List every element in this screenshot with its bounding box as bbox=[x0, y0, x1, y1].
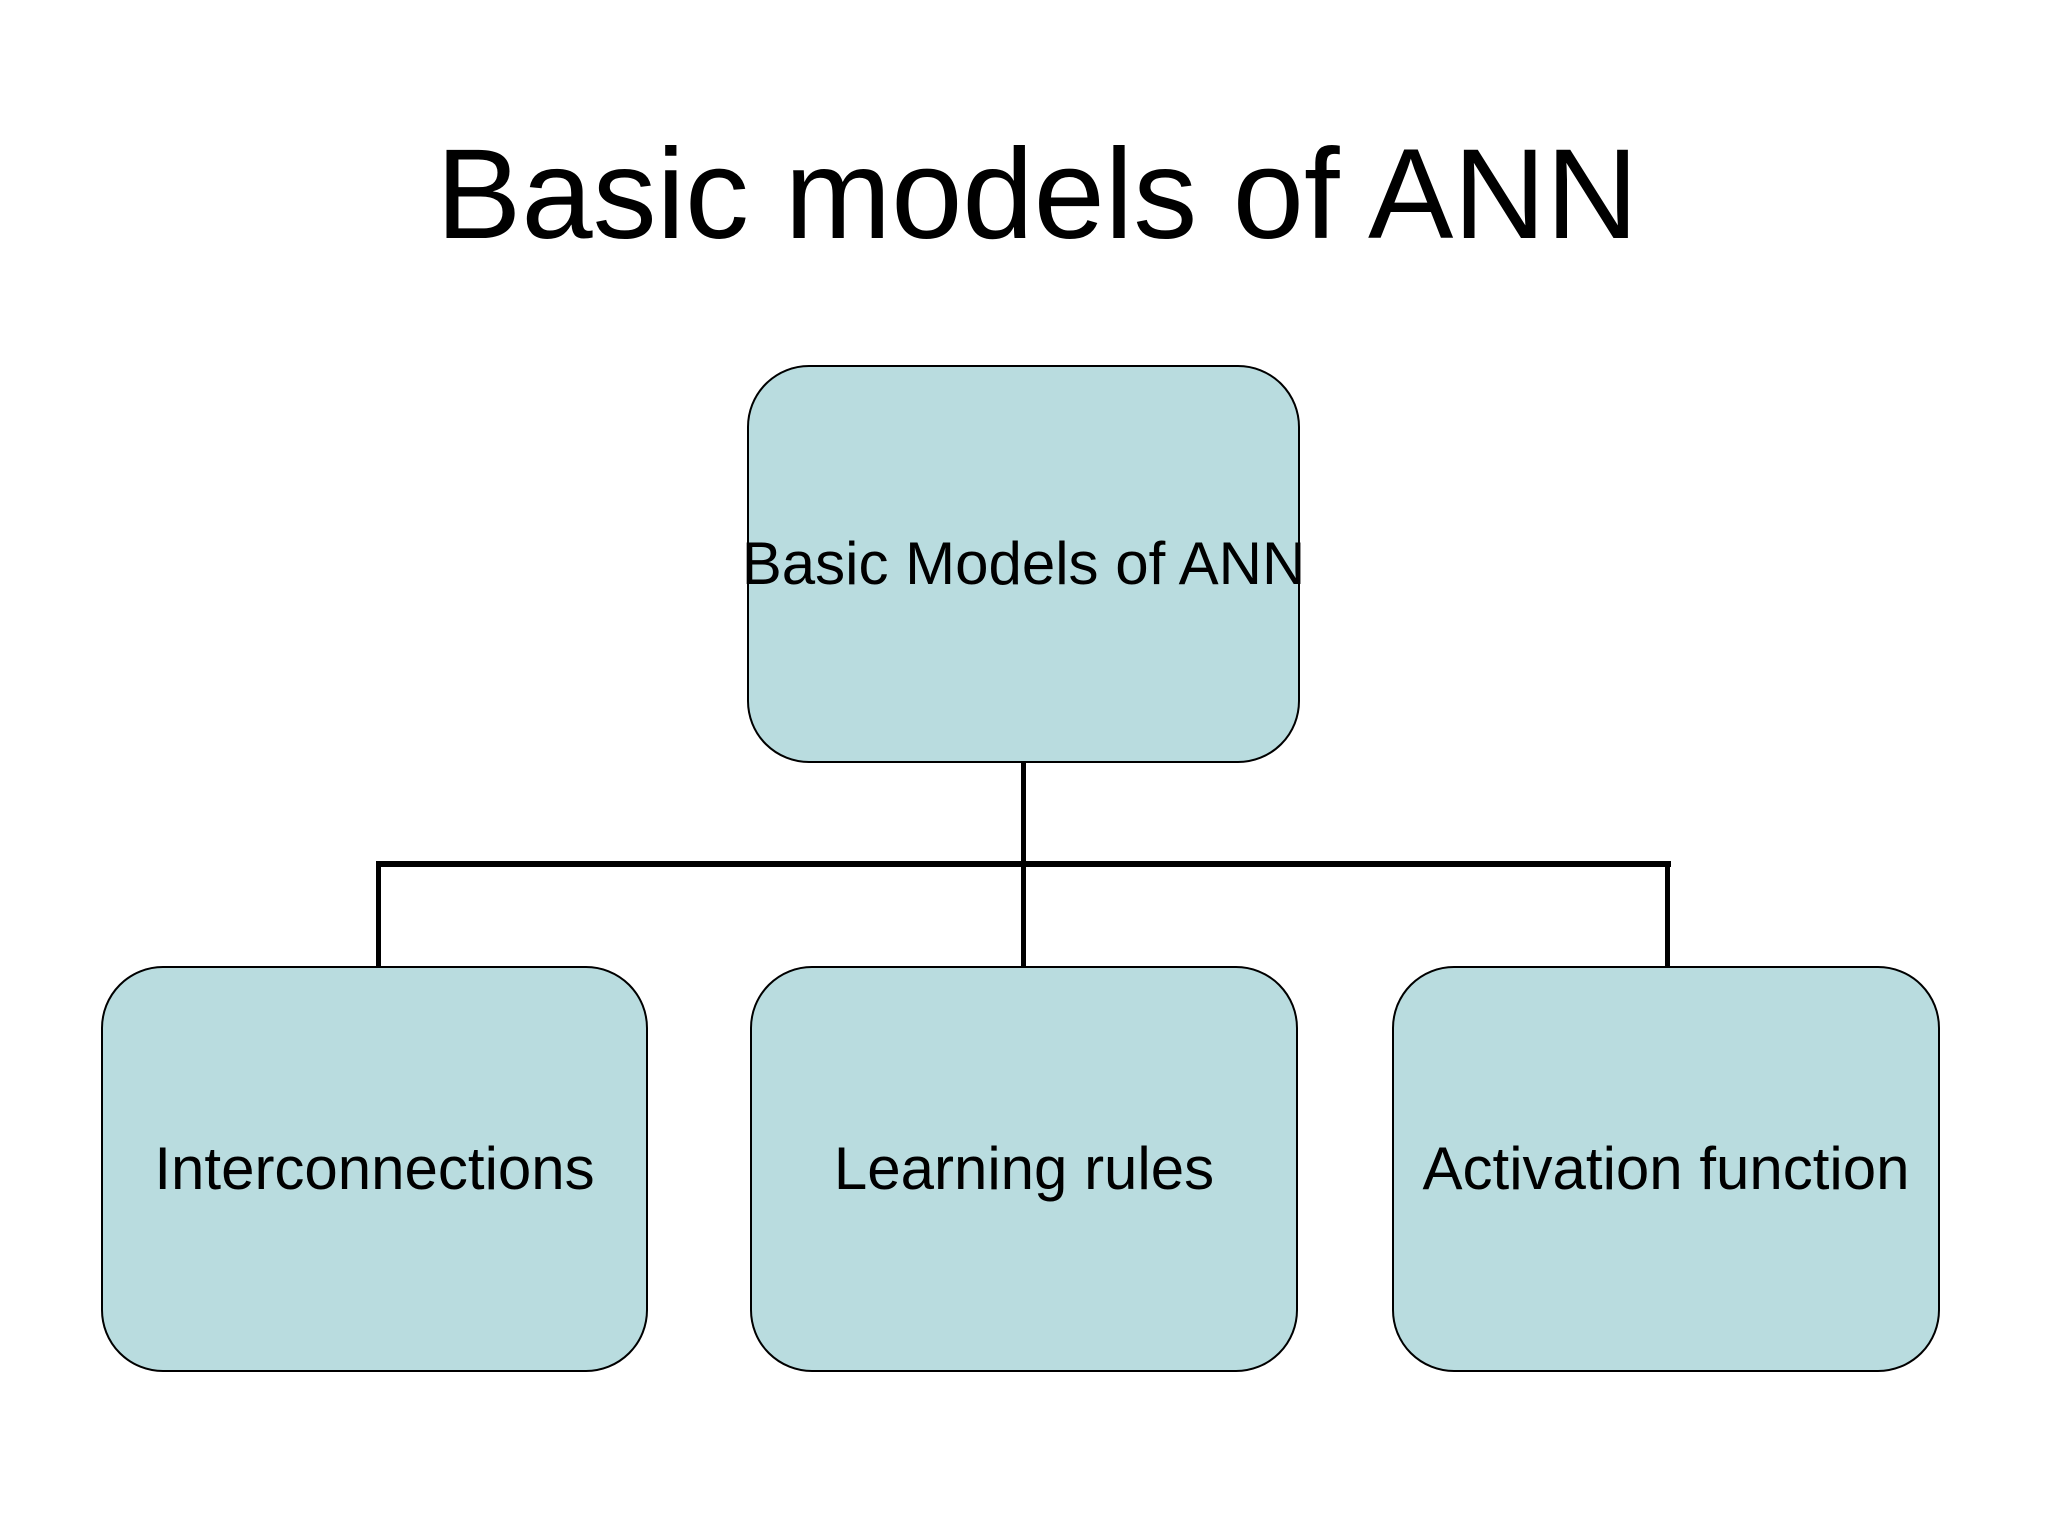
slide-title: Basic models of ANN bbox=[436, 123, 1639, 266]
node-label: Interconnections bbox=[154, 1135, 595, 1202]
node-interconnections: Interconnections bbox=[101, 966, 648, 1372]
node-label: Basic Models of ANN bbox=[741, 530, 1306, 597]
node-basic-models-of-ann: Basic Models of ANN bbox=[742, 365, 1305, 763]
node-label: Activation function bbox=[1422, 1135, 1910, 1202]
node-learning-rules: Learning rules bbox=[750, 966, 1298, 1372]
connector-left-drop bbox=[376, 861, 381, 966]
node-activation-function: Activation function bbox=[1392, 966, 1940, 1372]
node-label: Learning rules bbox=[833, 1135, 1215, 1202]
connector-horizontal-rail bbox=[376, 861, 1671, 867]
connector-right-drop bbox=[1665, 861, 1670, 966]
